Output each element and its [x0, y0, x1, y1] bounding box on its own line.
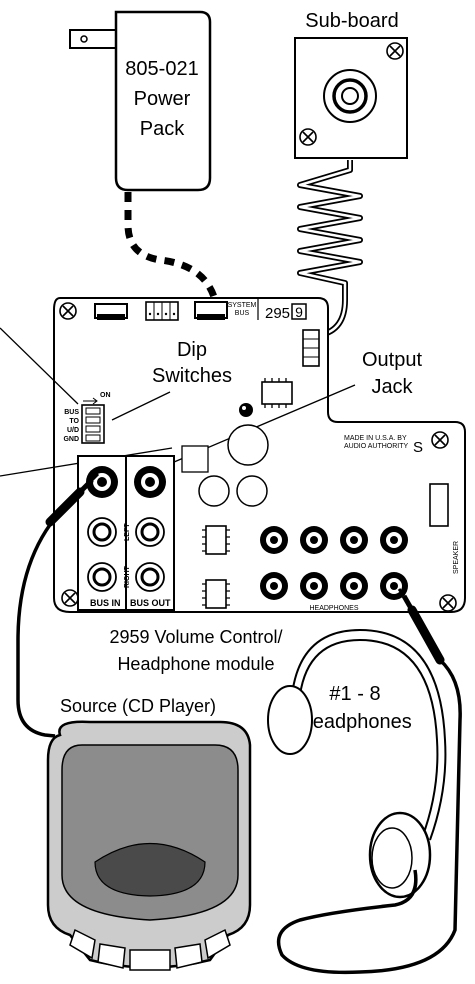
power-pack-line-3: Pack: [140, 118, 185, 140]
headphone-jack: [260, 572, 288, 600]
headphones-label: Headphones: [298, 711, 411, 733]
system-bus-connector: SYSTEM BUS: [194, 301, 257, 320]
input-jack: [86, 466, 118, 498]
power-pack-line-1: 805-021: [125, 58, 198, 80]
headphone-jack: [260, 526, 288, 554]
rca-jack-right-out: [135, 562, 165, 592]
screw-icon: [61, 589, 79, 607]
system-bus-label: SYSTEM: [228, 302, 257, 309]
screw-icon: [439, 594, 457, 612]
screw-icon: [59, 302, 77, 320]
rca-jack-left-out: [135, 517, 165, 547]
headphone-jack: [340, 572, 368, 600]
power-cable: [124, 192, 219, 302]
module-caption: Headphone module: [117, 654, 274, 674]
headphone-plug: [407, 605, 445, 665]
speaker-connector: SPEAKER: [429, 483, 460, 574]
screw-icon: [431, 431, 449, 449]
speaker-label: SPEAKER: [453, 541, 460, 574]
source-label: Source (CD Player): [60, 696, 216, 716]
led-indicator: [239, 403, 253, 417]
headphone-jack: [340, 526, 368, 554]
headphone-jack: [300, 572, 328, 600]
dip-on-label: ON: [100, 392, 111, 399]
jack-panel: LEFT RIGHT BUS IN BUS OUT: [77, 455, 175, 611]
power-pack-line-2: Power: [134, 88, 191, 110]
sub-board: Sub-board: [294, 10, 408, 159]
cd-player: [46, 720, 252, 971]
model-number: 295: [265, 305, 290, 322]
system-bus-label: BUS: [235, 310, 250, 317]
model-number-boxed: 9: [295, 304, 303, 320]
volume-control-board: SYSTEM BUS 295 9 Dip Switches ON BUS TO …: [0, 297, 466, 613]
output-jack-label: Output: [362, 349, 422, 371]
headphone-cable: [276, 658, 462, 975]
input-plug: [45, 487, 85, 527]
dip-label: BUS: [64, 409, 79, 416]
dip-switches-label: Switches: [152, 365, 232, 387]
headphone-jack: [300, 526, 328, 554]
left-label: LEFT: [124, 523, 131, 541]
rca-jack-left-in: [87, 517, 117, 547]
dip-label: U/D: [67, 427, 79, 434]
headphone-ear-cup-left: [267, 685, 313, 755]
screw-icon: [299, 128, 317, 146]
rca-jack-right-in: [87, 562, 117, 592]
sub-board-label: Sub-board: [305, 10, 398, 32]
power-pack: 805-021 Power Pack: [69, 10, 212, 192]
connector-header: [94, 303, 128, 320]
connector-header: [145, 301, 179, 321]
headphones-label: #1 - 8: [329, 683, 380, 705]
ic-chip: [202, 579, 230, 609]
headphones-board-label: HEADPHONES: [309, 605, 358, 612]
output-jack-label: Jack: [371, 376, 413, 398]
dip-label: TO: [69, 418, 79, 425]
screw-icon: [386, 42, 404, 60]
bus-out-label: BUS OUT: [130, 598, 171, 608]
headphone-jack: [380, 526, 408, 554]
dip-switch-block: ON BUS TO U/D GND: [63, 392, 111, 444]
headphones-icon: [267, 628, 447, 899]
made-in-label: MADE IN U.S.A. BY: [344, 435, 407, 442]
ic-chip: [261, 378, 293, 408]
output-jack: [134, 466, 166, 498]
made-in-label: AUDIO AUTHORITY: [344, 443, 409, 450]
dip-switches-label: Dip: [177, 339, 207, 361]
dip-label: GND: [63, 436, 79, 443]
right-label: RIGHT: [124, 566, 131, 589]
ic-chip: [202, 525, 230, 555]
bus-in-label: BUS IN: [90, 598, 121, 608]
source-cable: [16, 510, 62, 738]
manufacturer-logo: S: [413, 439, 423, 456]
module-caption: 2959 Volume Control/: [109, 627, 282, 647]
